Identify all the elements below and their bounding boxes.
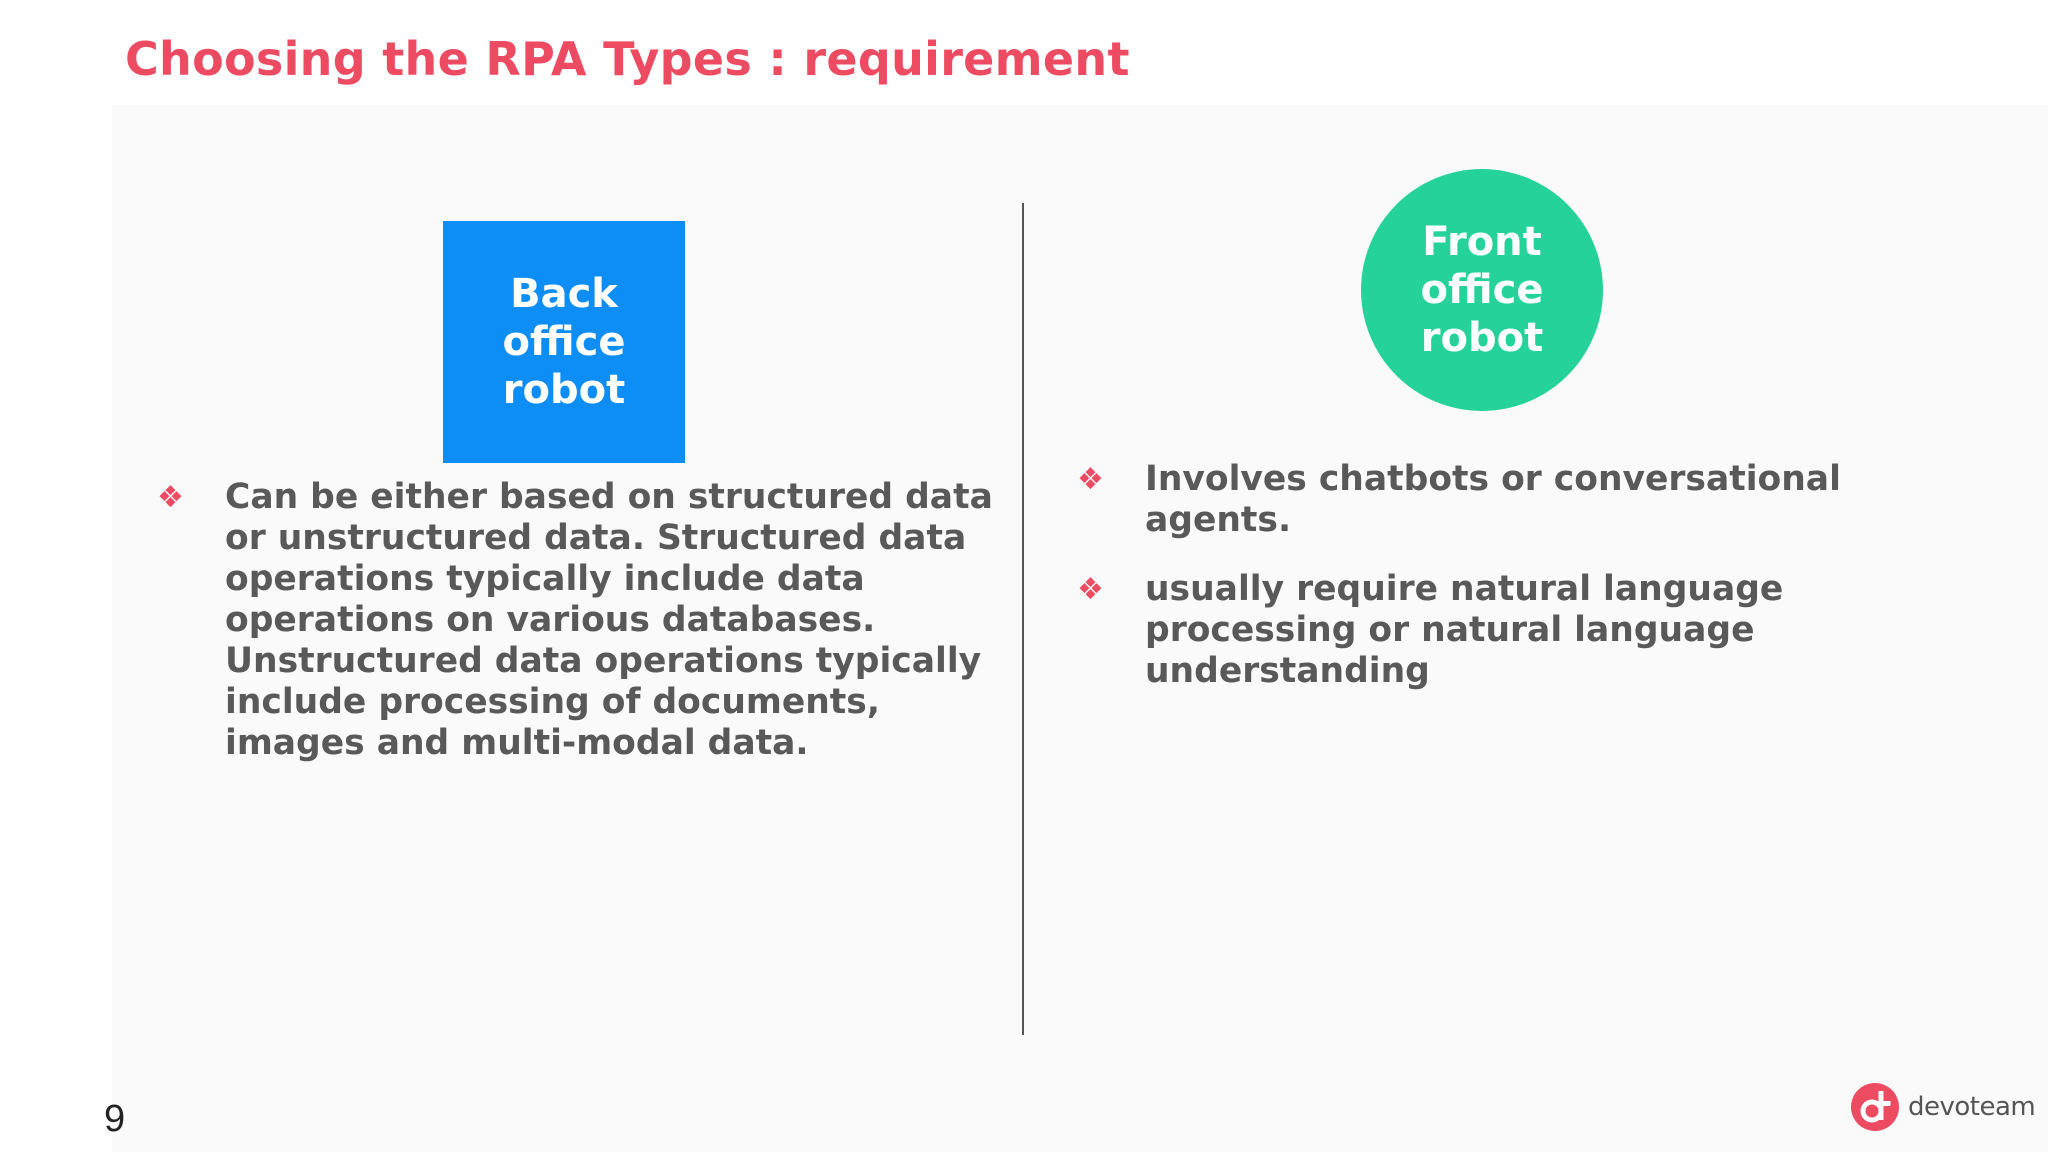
bullet-line: include processing of documents,	[225, 682, 880, 722]
front-office-label-line: robot	[1420, 315, 1544, 361]
diamond-cluster-icon: ❖	[1077, 572, 1104, 607]
bullet-item: ❖ Can be either based on structured data…	[157, 477, 997, 764]
bullet-line: Can be either based on structured data	[225, 477, 993, 517]
back-office-bullet-list: ❖ Can be either based on structured data…	[157, 477, 997, 792]
bullet-item: ❖ Involves chatbots or conversational ag…	[1077, 459, 1977, 541]
back-office-label-line: robot	[502, 367, 626, 413]
slide-background	[112, 105, 2048, 1152]
bullet-line: operations typically include data	[225, 559, 865, 599]
bullet-line: operations on various databases.	[225, 600, 876, 640]
front-office-robot-label: Front office robot	[1361, 218, 1603, 362]
front-office-robot-circle: Front office robot	[1361, 169, 1603, 411]
bullet-line: agents.	[1145, 500, 1292, 540]
bullet-line: Involves chatbots or conversational	[1145, 459, 1841, 499]
diamond-cluster-icon: ❖	[157, 480, 184, 515]
bullet-line: or unstructured data. Structured data	[225, 518, 967, 558]
bullet-line: Unstructured data operations typically	[225, 641, 982, 681]
slide-title: Choosing the RPA Types : requirement	[125, 32, 1130, 86]
devoteam-logo-icon	[1851, 1083, 1899, 1131]
devoteam-logo: devoteam	[1850, 1082, 2036, 1132]
bullet-text: Can be either based on structured data o…	[225, 477, 993, 764]
page-number: 9	[104, 1098, 126, 1140]
bullet-text: Involves chatbots or conversational agen…	[1145, 459, 1841, 541]
back-office-label-line: office	[502, 319, 626, 365]
bullet-line: understanding	[1145, 651, 1430, 691]
column-divider	[1022, 203, 1024, 1035]
back-office-robot-label: Back office robot	[443, 270, 685, 414]
diamond-cluster-icon: ❖	[1077, 462, 1104, 497]
front-office-bullet-list: ❖ Involves chatbots or conversational ag…	[1077, 459, 1977, 720]
bullet-text: usually require natural language process…	[1145, 569, 1783, 692]
back-office-robot-box: Back office robot	[443, 221, 685, 463]
front-office-label-line: Front	[1422, 219, 1542, 265]
front-office-label-line: office	[1420, 267, 1544, 313]
back-office-label-line: Back	[510, 271, 618, 317]
bullet-line: processing or natural language	[1145, 610, 1755, 650]
bullet-line: images and multi-modal data.	[225, 723, 809, 763]
bullet-item: ❖ usually require natural language proce…	[1077, 569, 1977, 692]
bullet-line: usually require natural language	[1145, 569, 1784, 609]
logo-text: devoteam	[1908, 1092, 2036, 1122]
